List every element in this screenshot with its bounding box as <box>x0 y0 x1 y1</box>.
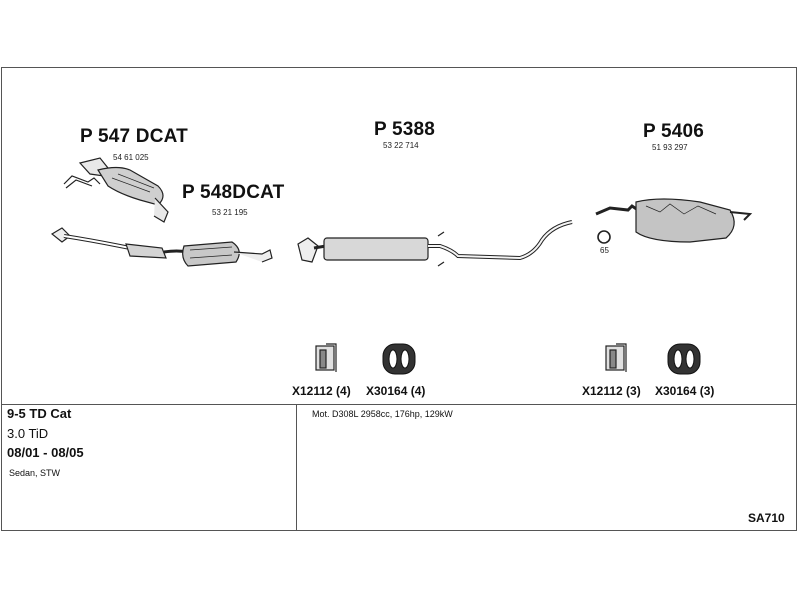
part-code-p547: P 547 DCAT <box>80 126 188 147</box>
part-number-p547: 54 61 025 <box>113 153 149 162</box>
front-catalyst-drawing <box>63 157 169 223</box>
motor-spec: Mot. D308L 2958cc, 176hp, 129kW <box>312 409 453 419</box>
vehicle-years: 08/01 - 08/05 <box>7 445 84 460</box>
part-number-p5388: 53 22 714 <box>383 141 419 150</box>
rubber-hanger-icon <box>382 343 416 375</box>
part-number-p548: 53 21 195 <box>212 208 248 217</box>
info-divider <box>2 404 796 405</box>
front-pipe-catalyst-drawing <box>50 227 273 267</box>
fitting-label: X12112 (3) <box>582 384 641 398</box>
part-number-p5406: 51 93 297 <box>652 143 688 152</box>
vehicle-model: 9-5 TD Cat <box>7 406 72 421</box>
fitting-label: X12112 (4) <box>292 384 351 398</box>
fitting-label: X30164 (3) <box>655 384 715 398</box>
vehicle-engine: 3.0 TiD <box>7 426 49 441</box>
diagram-frame <box>1 67 797 531</box>
mounting-ring-icon <box>597 230 611 244</box>
system-code: SA710 <box>748 511 785 525</box>
rubber-hanger-icon <box>667 343 701 375</box>
center-silencer-drawing <box>297 220 573 267</box>
part-code-p548: P 548DCAT <box>182 182 285 203</box>
fitting-label: X30164 (4) <box>366 384 426 398</box>
bracket-icon <box>315 343 337 372</box>
rear-muffler-drawing <box>595 198 753 244</box>
part-code-p5406: P 5406 <box>643 121 705 142</box>
vehicle-body: Sedan, STW <box>9 468 61 478</box>
info-column-divider <box>296 404 297 530</box>
bracket-icon <box>605 343 627 372</box>
ring-label: 65 <box>600 246 609 255</box>
part-code-p5388: P 5388 <box>374 119 436 140</box>
